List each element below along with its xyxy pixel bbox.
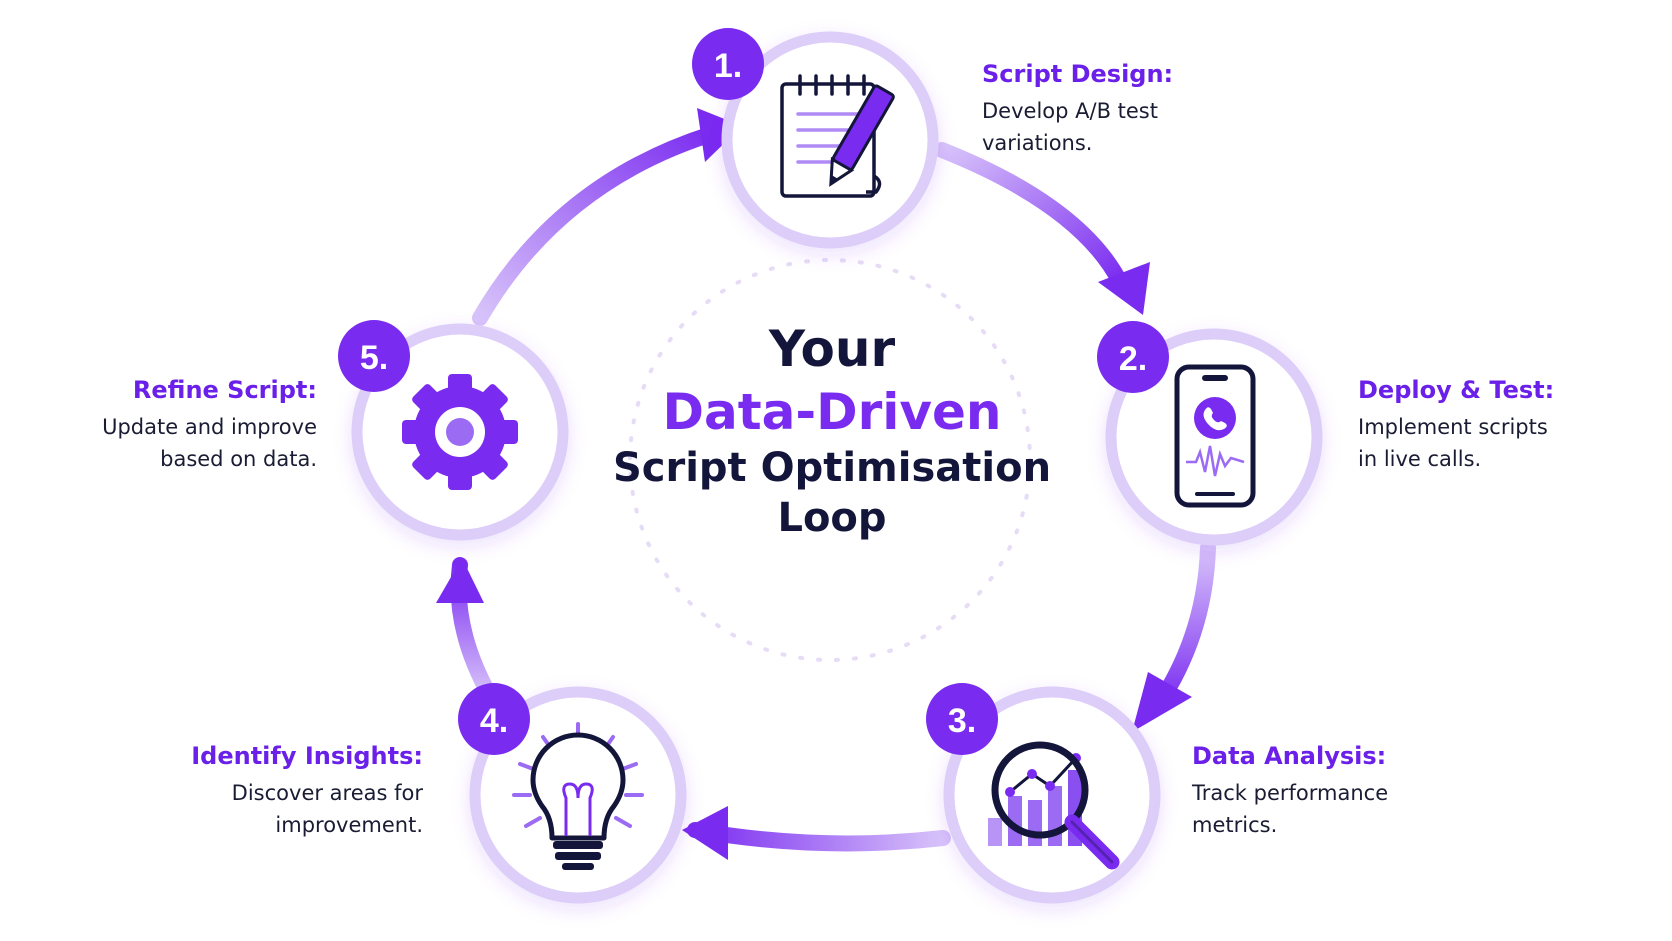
step-number-5: 5. (360, 339, 388, 377)
step-number-2: 2. (1119, 340, 1147, 378)
step-desc-3b: metrics. (1192, 812, 1278, 837)
step-desc-1b: variations. (982, 130, 1093, 155)
title-line-2: Data-Driven (662, 382, 1002, 441)
step-badge-2: 2. (1097, 321, 1169, 393)
step-desc-4b: improvement. (275, 812, 423, 837)
title-line-1: Your (768, 320, 896, 378)
step-text-4: Identify Insights: Discover areas for im… (93, 742, 423, 841)
lightbulb-icon (512, 722, 644, 870)
arrowhead-5 (436, 558, 484, 603)
smartphone-call-icon (1174, 364, 1256, 508)
step-title-4: Identify Insights: (191, 742, 423, 770)
arrowhead-2 (1098, 262, 1150, 315)
step-desc-1a: Develop A/B test (982, 99, 1158, 123)
center-dotted-ring (628, 258, 1032, 662)
step-desc-4a: Discover areas for (231, 781, 423, 805)
arrowheads (436, 108, 1192, 860)
step-badge-3: 3. (926, 683, 998, 755)
arrow-3-to-4 (687, 822, 951, 852)
title-line-3: Script Optimisation (612, 445, 1052, 491)
step-text-5: Refine Script: Update and improve based … (0, 376, 317, 475)
step-badge-5: 5. (338, 320, 410, 392)
step-text-1: Script Design: Develop A/B test variatio… (982, 60, 1312, 159)
gear-icon (402, 374, 518, 490)
step-number-1: 1. (714, 47, 742, 85)
notepad-pencil-icon (780, 74, 895, 198)
arrow-5-to-1 (472, 124, 726, 326)
arrow-2-to-3 (1150, 540, 1216, 713)
arrow-1-to-2 (934, 142, 1128, 290)
step-text-3: Data Analysis: Track performance metrics… (1192, 742, 1522, 841)
step-title-5: Refine Script: (132, 376, 317, 404)
step-number-4: 4. (480, 702, 508, 740)
arrowhead-3 (1132, 672, 1192, 732)
step-title-1: Script Design: (982, 60, 1174, 88)
step-desc-5b: based on data. (160, 446, 317, 471)
center-title: Your Data-Driven Script Optimisation Loo… (540, 318, 1124, 543)
step-desc-5a: Update and improve (102, 415, 317, 439)
step-badge-4: 4. (458, 683, 530, 755)
step-title-2: Deploy & Test: (1358, 376, 1555, 404)
arrowhead-4 (682, 806, 728, 860)
step-number-3: 3. (948, 702, 976, 740)
step-text-2: Deploy & Test: Implement scripts in live… (1358, 376, 1672, 475)
step-badge-1: 1. (692, 28, 764, 100)
step-desc-3a: Track performance (1192, 781, 1389, 805)
step-desc-2a: Implement scripts (1358, 415, 1548, 439)
step-title-3: Data Analysis: (1192, 742, 1387, 770)
step-desc-2b: in live calls. (1358, 446, 1482, 471)
title-line-4: Loop (777, 495, 887, 541)
magnifier-chart-icon (988, 741, 1120, 870)
